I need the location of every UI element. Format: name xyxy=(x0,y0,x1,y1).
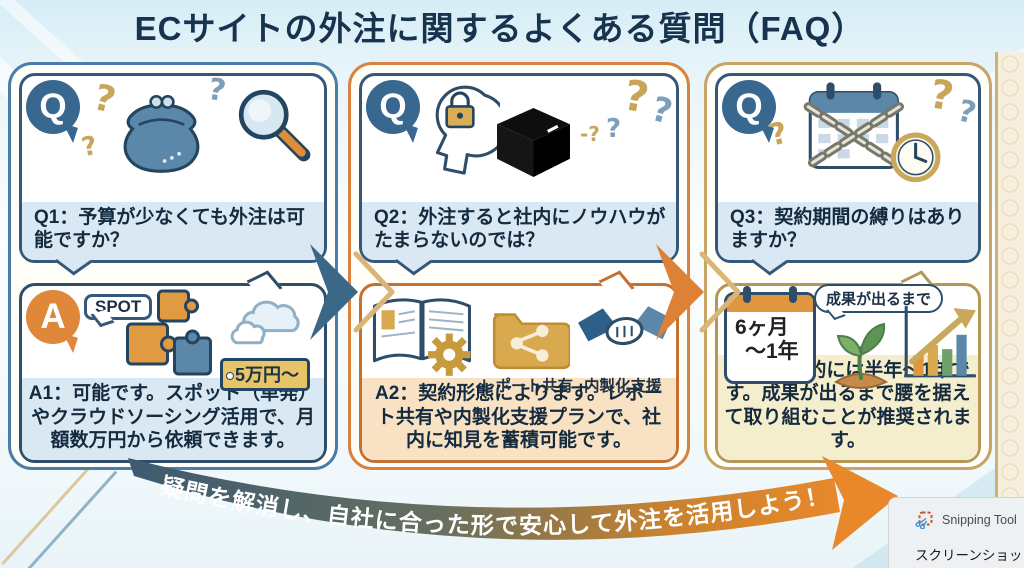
answer-text: A1：可能です。スポット（単発）やクラウドソーシング活用で、月額数万円から依頼で… xyxy=(22,378,324,460)
q-badge: Q xyxy=(722,80,776,134)
head-lock-icon xyxy=(435,85,500,175)
a3-icon-area: 6ヶ月 〜1年 成果が出るまで xyxy=(718,284,978,389)
question-mark-icon: ? xyxy=(620,70,653,123)
question-bubble-1: Q ? ? ? Q1：予算が少なくても外注 xyxy=(19,71,327,276)
report-share-label: レポート共有 xyxy=(480,378,574,395)
notification-message: スクリーンショットをクリ xyxy=(915,548,1024,563)
snipping-tool-icon xyxy=(915,511,933,529)
next-arrow-icon xyxy=(310,244,395,340)
question-text: Q1：予算が少なくても外注は可能ですか？ xyxy=(22,201,324,260)
faq-column-3: Q ? xyxy=(704,62,992,470)
question-mark-icon: ? xyxy=(89,77,120,122)
page-title: ECサイトの外注に関するよくある質問（FAQ） xyxy=(134,10,866,47)
answer-bubble-1: A SPOT 5万円〜 A1：可能です。スポット（単発）やクラウドソーシング活用 xyxy=(19,270,327,463)
until-results-bubble: 成果が出るまで xyxy=(814,284,944,313)
growth-chart-icon xyxy=(904,306,976,378)
faq-column-1: Q ? ? ? Q1：予算が少なくても外注 xyxy=(8,62,338,470)
duration-top: 6ヶ月 xyxy=(735,316,789,339)
a1-icon-area: SPOT 5万円〜 xyxy=(22,286,324,391)
notification-app-name: Snipping Tool xyxy=(942,513,1017,527)
box-icon xyxy=(497,108,570,177)
book-gear-icon xyxy=(372,298,471,376)
spot-label: SPOT xyxy=(84,294,153,320)
calendar-chain-clock-icon xyxy=(803,82,941,183)
right-edge-decoration xyxy=(995,52,1024,568)
answer-bubble-3: 6ヶ月 〜1年 成果が出るまで xyxy=(715,270,981,463)
folder-share-icon xyxy=(492,313,570,370)
question-mark-icon: ? xyxy=(205,71,229,110)
q2-icon-area: -? ? ? ? xyxy=(362,70,677,202)
question-mark-icon: ? xyxy=(647,89,677,133)
q-badge: Q xyxy=(366,80,420,134)
answer-text: A2：契約形態によります。レポート共有や内製化支援プランで、社内に知見を蓄積可能… xyxy=(362,378,676,460)
inhouse-support-label: 内製化支援 xyxy=(584,378,662,395)
question-mark-icon: ? xyxy=(954,93,980,132)
question-text: Q3：契約期間の縛りはありますか？ xyxy=(718,201,978,260)
q1-icon-area: ? ? ? xyxy=(22,71,324,202)
answer-bubble-2: レポート共有 内製化支援 A2：契約形態によります。レポート共有や内製化支援プラ… xyxy=(359,270,679,463)
question-mark-icon: ? xyxy=(79,130,101,164)
puzzle-icon xyxy=(126,289,212,376)
question-mark-icon: ? xyxy=(606,114,622,144)
a2-icon-area: レポート共有 内製化支援 xyxy=(362,286,676,395)
q-badge: Q xyxy=(26,80,80,134)
price-tag: 5万円〜 xyxy=(220,358,311,391)
duration-calendar-icon: 6ヶ月 〜1年 xyxy=(724,286,816,384)
sprout-icon xyxy=(833,322,889,389)
snipping-tool-notification[interactable]: Snipping Tool スクリーンショットをクリ xyxy=(888,497,1024,568)
a-badge: A xyxy=(26,290,80,344)
diagonal-line-decoration xyxy=(0,470,118,568)
question-text: Q2：外注すると社内にノウハウがたまらないのでは？ xyxy=(362,201,676,260)
duration-bottom: 〜1年 xyxy=(745,340,799,364)
q3-icon-area: ? xyxy=(718,71,980,202)
next-arrow-icon xyxy=(656,244,741,340)
question-bubble-3: Q ? xyxy=(715,71,981,276)
cloud-icon xyxy=(230,300,300,345)
faq-column-2: Q -? ? ? ? Q2：外注すると社内にノウ xyxy=(348,62,690,470)
conclusion-banner: 疑問を解消し、自社に合った形で安心して外注を活用しよう！ xyxy=(128,456,898,550)
magnifier-icon xyxy=(238,89,311,162)
question-mark-icon: -? xyxy=(580,122,600,146)
coin-purse-icon xyxy=(123,94,200,173)
question-bubble-2: Q -? ? ? ? Q2：外注すると社内にノウ xyxy=(359,70,679,276)
